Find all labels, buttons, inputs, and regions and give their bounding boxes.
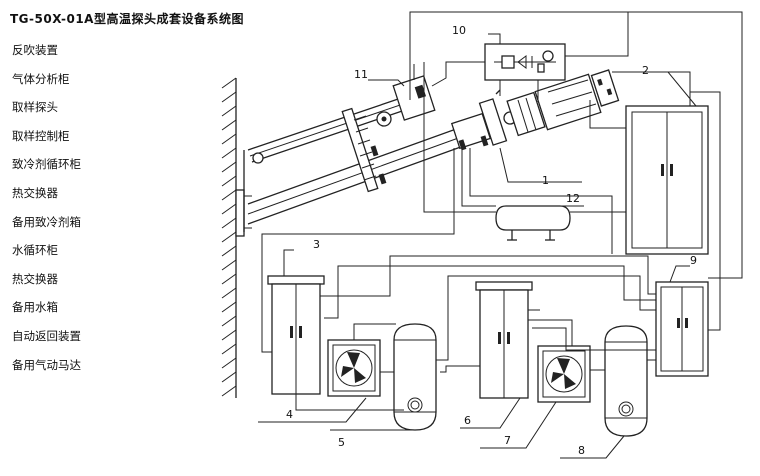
mounting-flange [341,107,387,193]
legend-item: 热交换器 [12,271,58,286]
callout-7: 7 [504,434,511,447]
heat-exchanger-7 [537,345,591,403]
heat-exchanger-4 [327,339,381,397]
air-receiver-12 [495,205,571,241]
legend-item: 水循环柜 [12,243,58,258]
cabinet-9 [655,281,709,377]
legend-item: 反吹装置 [12,43,58,57]
legend-item: 自动返回装置 [12,328,81,343]
leader-lines [258,33,697,459]
legend-item: 备用致冷剂箱 [12,214,81,229]
refrigerant-tank-5 [393,323,437,431]
callout-numbers: 10 11 2 1 12 3 9 4 5 6 7 8 [286,24,697,457]
callout-12: 12 [566,192,580,205]
callout-5: 5 [338,436,345,449]
legend-item: 热交换器 [12,185,58,200]
water-tank-8 [604,325,648,437]
blowback-device-10 [484,43,566,81]
callout-4: 4 [286,408,293,421]
furnace-wall [221,77,252,398]
callout-9: 9 [690,254,697,267]
sample-control-cabinet-3 [267,275,325,395]
component-legend: 反吹装置 气体分析柜 取样探头 取样控制柜 致冷剂循环柜 热交换器 备用致冷剂箱… [12,40,81,383]
callout-11: 11 [354,68,368,81]
legend-item: 备用水箱 [12,300,58,315]
callout-2: 2 [642,64,649,77]
legend-item: 致冷剂循环柜 [12,157,81,172]
auto-return-rail [243,94,415,198]
piping [261,11,743,411]
legend-item: 备用气动马达 [12,357,81,372]
callout-6: 6 [464,414,471,427]
callout-3: 3 [313,238,320,251]
probe-head-1 [450,69,620,151]
callout-10: 10 [452,24,466,37]
water-circulation-cabinet-6 [475,281,533,399]
legend-item: 取样探头 [12,100,58,115]
gas-analysis-cabinet-2 [625,105,709,255]
legend-item: 气体分析柜 [12,71,70,86]
callout-8: 8 [578,444,585,457]
diagram-title: TG-50X-01A型高温探头成套设备系统图 [10,12,244,26]
callout-1: 1 [542,174,549,187]
legend-item: 取样控制柜 [12,128,70,143]
